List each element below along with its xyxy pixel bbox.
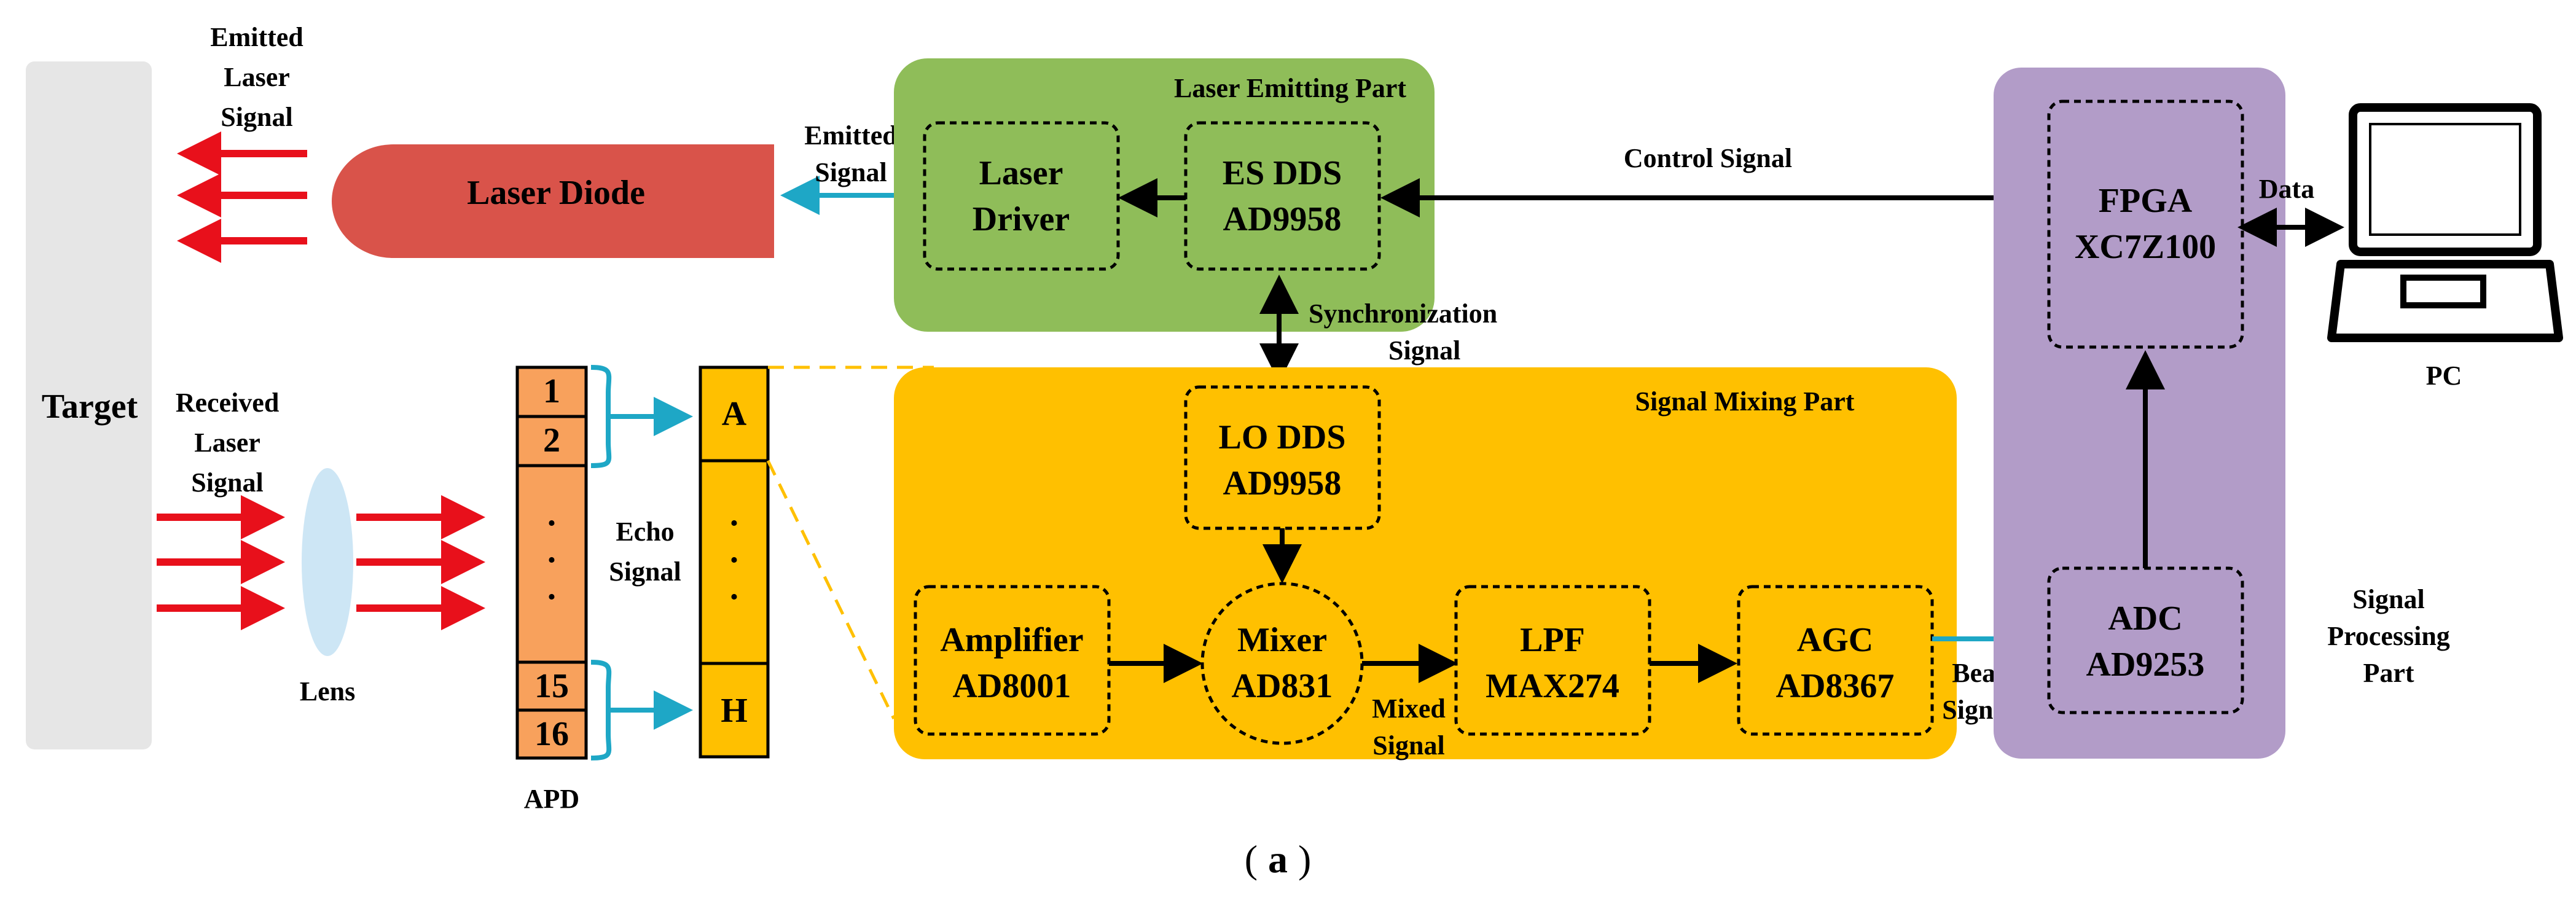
fpga-label-2: XC7Z100 [2075,228,2216,266]
lpf-label-2: MAX274 [1486,667,1619,705]
received-laser-signal-label: Received Laser Signal [176,388,280,498]
svg-text:Laser: Laser [224,62,290,92]
svg-text:·: · [546,504,558,542]
target-panel [26,61,152,749]
figure-caption: ( a ) [1245,837,1312,881]
mixed-signal-label: Mixed Signal [1372,694,1446,760]
echo-signal-links [590,365,693,760]
mixer-label-1: Mixer [1237,621,1327,659]
svg-text:Laser: Laser [194,428,260,458]
laser-emitting-part-title: Laser Emitting Part [1174,73,1406,103]
svg-text:A: A [722,395,747,433]
svg-text:·: · [729,541,740,579]
pc-label: PC [2426,361,2462,391]
target-label: Target [42,388,138,426]
svg-text:·: · [729,578,740,616]
svg-text:Synchronization: Synchronization [1309,299,1497,329]
amplifier-block [914,585,1111,736]
emitted-laser-arrows [177,131,307,263]
svg-text:16: 16 [534,715,569,753]
svg-text:Signal: Signal [609,557,681,587]
svg-text:Signal: Signal [1372,730,1444,760]
agc-block [1737,585,1934,736]
svg-text:Emitted: Emitted [210,22,303,52]
laptop-icon [2327,103,2563,342]
control-signal-label: Control Signal [1624,143,1792,173]
svg-text:Signal: Signal [221,102,292,132]
expansion-guides [766,366,934,720]
svg-text:·: · [546,541,558,579]
svg-text:Signal: Signal [191,467,263,498]
fpga-label-1: FPGA [2099,182,2193,220]
lo-dds-label-2: AD9958 [1223,464,1342,502]
apd-label: APD [524,784,579,814]
lpf-block [1454,585,1651,736]
amplifier-label-2: AD8001 [953,667,1071,705]
lens-label: Lens [300,676,355,706]
agc-label-1: AGC [1797,621,1873,659]
emitted-signal-label: Emitted Signal [804,120,898,187]
lo-dds-block [1184,385,1381,530]
laser-diode [331,144,774,258]
adc-label-1: ADC [2108,600,2182,638]
channel-column: A · · · H [699,366,770,759]
svg-text:·: · [729,504,740,542]
agc-label-2: AD8367 [1776,667,1895,705]
svg-text:1: 1 [543,372,560,410]
laser-driver-label-1: Laser [979,154,1063,192]
svg-text:Received: Received [176,388,280,418]
svg-text:Echo: Echo [616,517,674,547]
signal-processing-part [1994,68,2285,759]
signal-mixing-part-title: Signal Mixing Part [1635,386,1855,416]
svg-text:Signal: Signal [2352,584,2424,614]
echo-signal-label: Echo Signal [609,517,681,587]
apd-array: 1 2 · · · 15 16 [515,366,588,760]
signal-processing-part-title: Signal Processing Part [2327,584,2450,688]
synchronization-signal-label: Synchronization Signal [1309,299,1497,366]
es-dds-label-2: AD9958 [1223,200,1342,238]
emitted-laser-signal-label: Emitted Laser Signal [210,22,303,132]
svg-text:Processing: Processing [2327,621,2450,651]
laser-diode-label: Laser Diode [467,174,645,212]
data-label: Data [2259,174,2314,204]
lpf-label-1: LPF [1520,621,1585,659]
svg-text:2: 2 [543,421,560,459]
es-dds-label-1: ES DDS [1223,154,1342,192]
lens-icon [302,468,353,656]
adc-label-2: AD9253 [2086,646,2205,684]
svg-text:Signal: Signal [1388,335,1460,366]
mixer-label-2: AD831 [1232,667,1333,705]
svg-text:a: a [1268,837,1288,881]
laser-driver-label-2: Driver [973,200,1070,238]
svg-text:): ) [1298,837,1311,881]
svg-text:Signal: Signal [815,157,887,187]
svg-text:·: · [546,578,558,616]
svg-text:Mixed: Mixed [1372,694,1446,724]
amplifier-label-1: Amplifier [940,621,1083,659]
svg-text:Emitted: Emitted [804,120,898,150]
received-laser-arrows [157,495,485,630]
lo-dds-label-1: LO DDS [1219,418,1346,456]
svg-text:H: H [721,692,748,730]
svg-text:15: 15 [534,667,569,705]
svg-text:Part: Part [2363,658,2414,688]
laser-emitting-part [894,58,1435,332]
svg-text:(: ( [1245,837,1258,881]
